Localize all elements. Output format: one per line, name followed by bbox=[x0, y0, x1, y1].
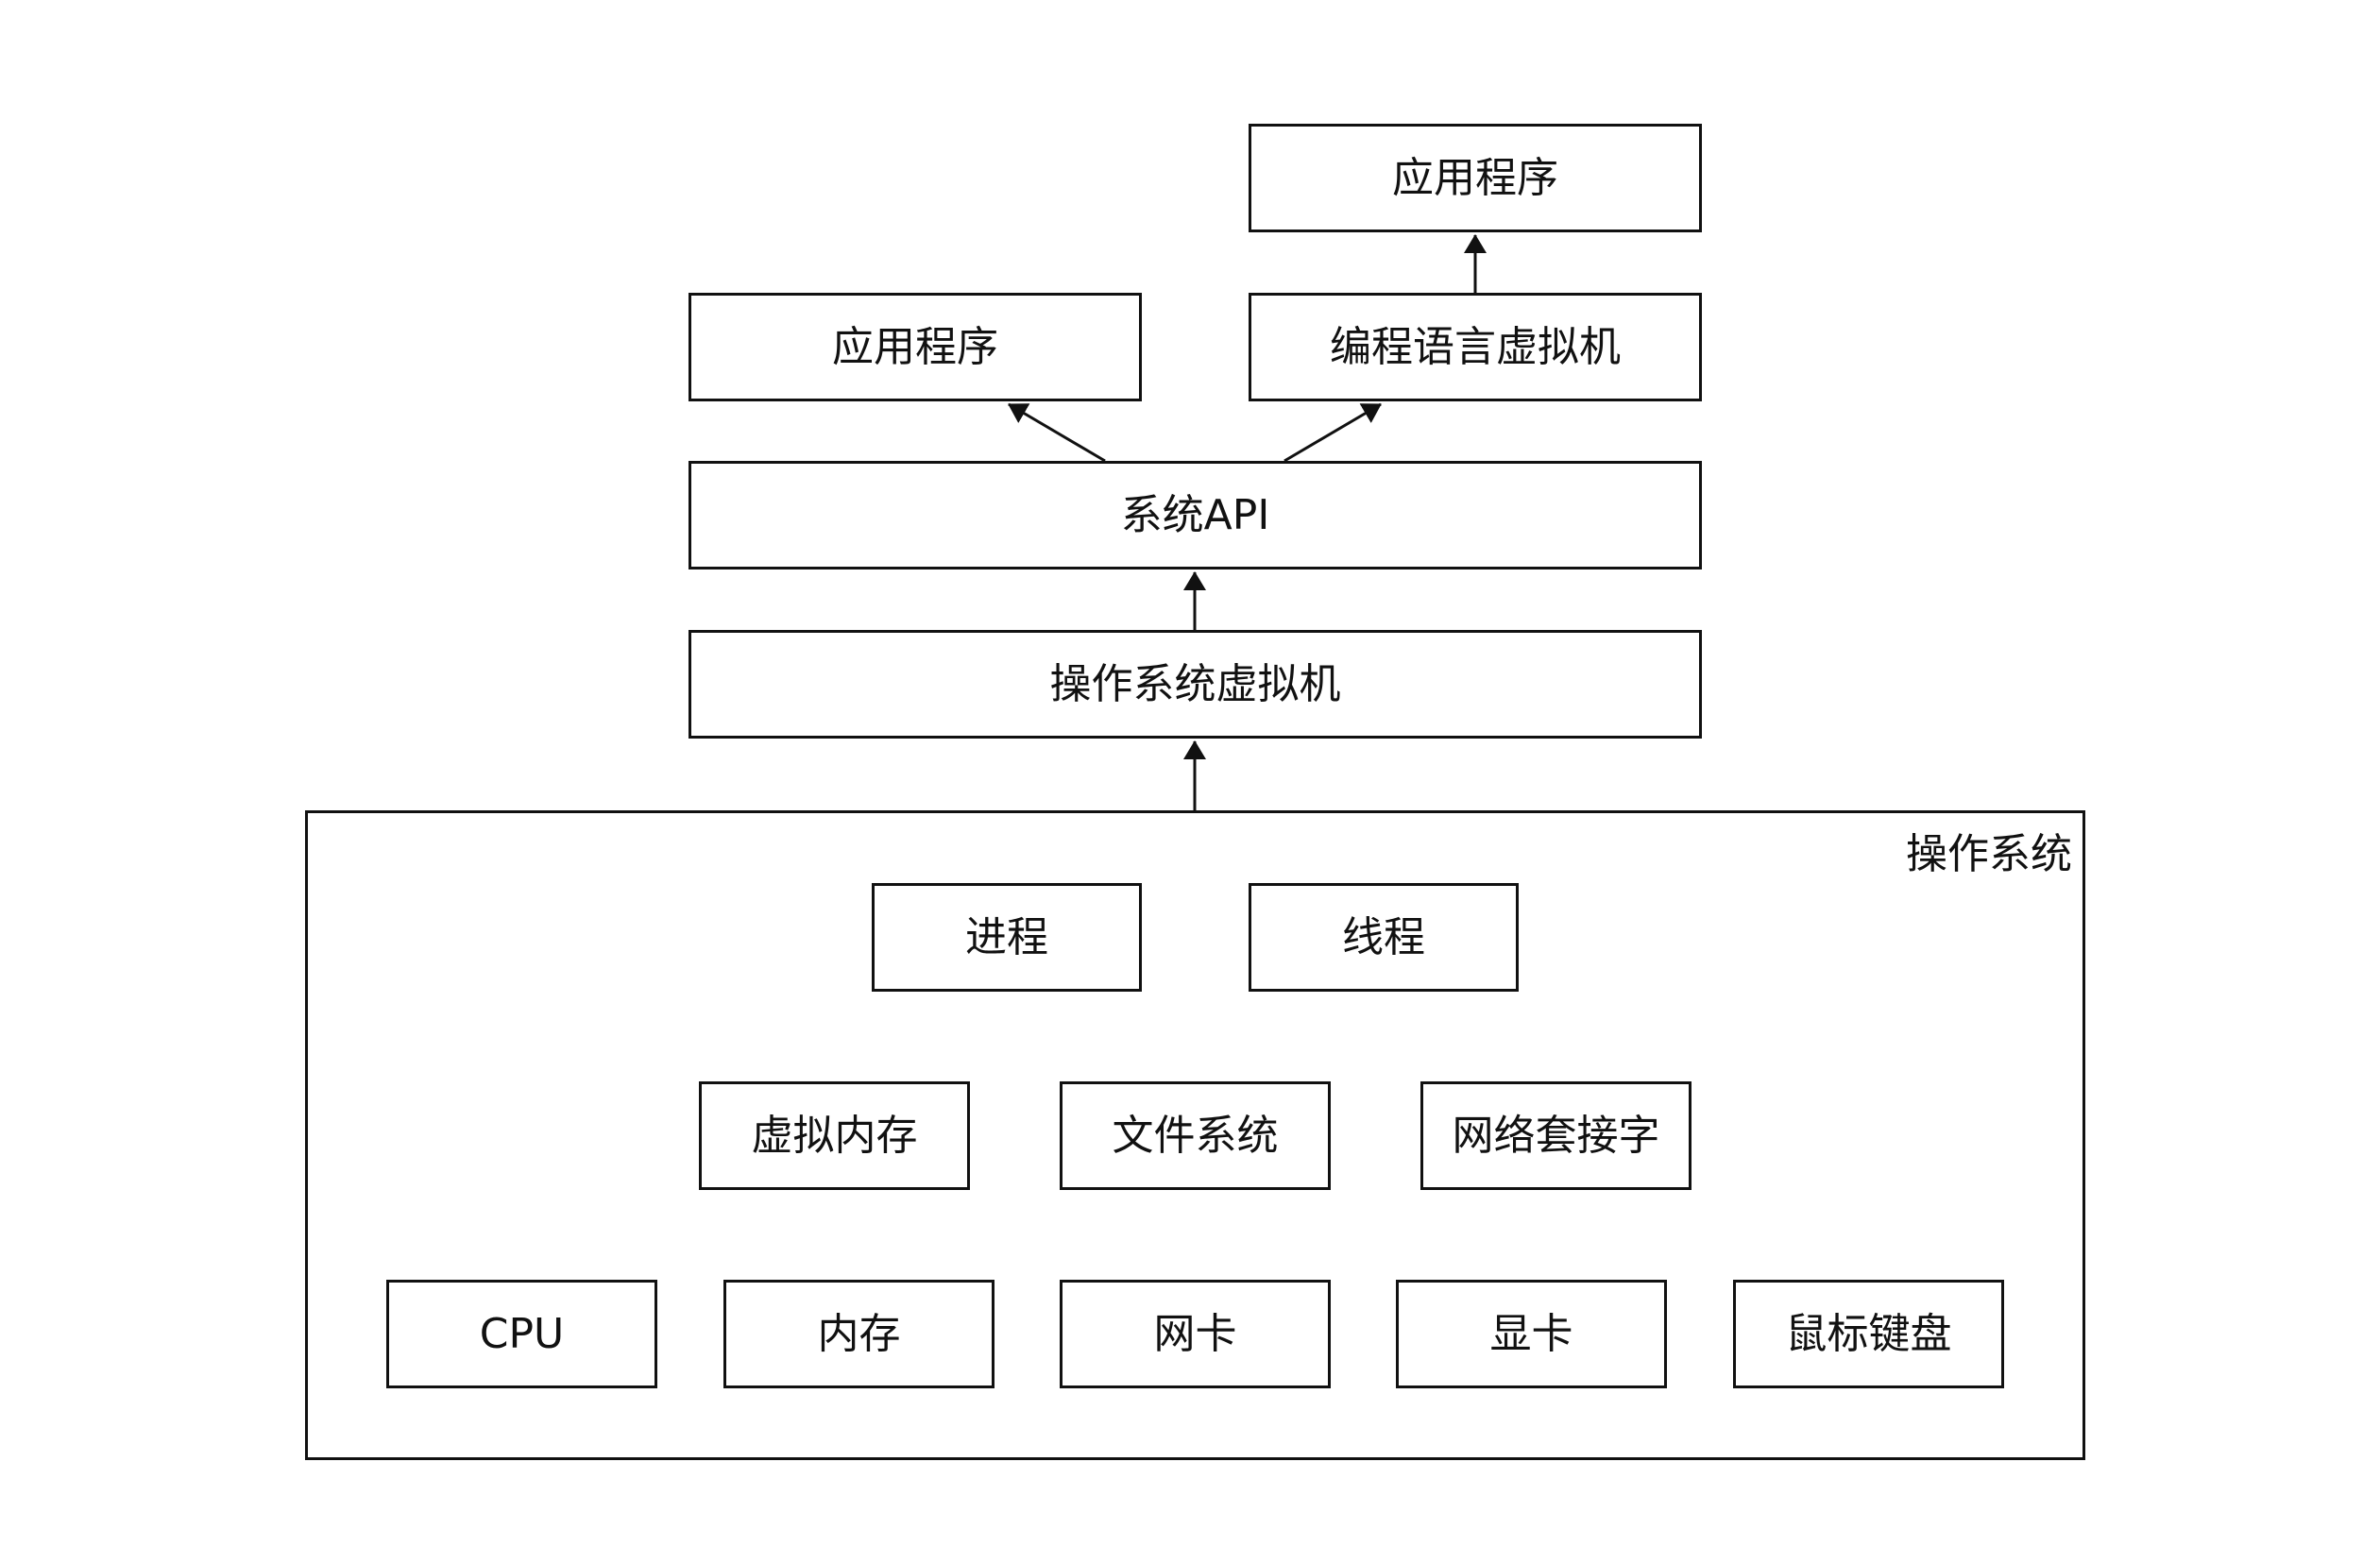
mouse-keyboard-box: 鼠标键盘 bbox=[1733, 1280, 2004, 1388]
os-container bbox=[305, 810, 2085, 1460]
thread-label: 线程 bbox=[1342, 912, 1425, 961]
network-socket-label: 网络套接字 bbox=[1452, 1111, 1660, 1160]
memory-label: 内存 bbox=[817, 1309, 901, 1358]
virtual-memory-box: 虚拟内存 bbox=[699, 1081, 970, 1190]
nic-label: 网卡 bbox=[1153, 1309, 1237, 1358]
os-vm-label: 操作系统虚拟机 bbox=[1049, 659, 1341, 708]
gpu-label: 显卡 bbox=[1489, 1309, 1573, 1358]
app-box-left: 应用程序 bbox=[688, 293, 1142, 401]
process-box: 进程 bbox=[872, 883, 1142, 992]
system-api-box: 系统API bbox=[688, 461, 1702, 570]
process-label: 进程 bbox=[965, 912, 1048, 961]
mouse-keyboard-label: 鼠标键盘 bbox=[1785, 1309, 1952, 1358]
cpu-label: CPU bbox=[479, 1309, 565, 1358]
memory-box: 内存 bbox=[723, 1280, 994, 1388]
cpu-box: CPU bbox=[386, 1280, 657, 1388]
gpu-box: 显卡 bbox=[1396, 1280, 1667, 1388]
thread-box: 线程 bbox=[1249, 883, 1519, 992]
lang-vm-box: 编程语言虚拟机 bbox=[1249, 293, 1702, 401]
system-api-label: 系统API bbox=[1120, 490, 1270, 539]
file-system-box: 文件系统 bbox=[1060, 1081, 1331, 1190]
lang-vm-label: 编程语言虚拟机 bbox=[1330, 322, 1621, 371]
file-system-label: 文件系统 bbox=[1112, 1111, 1279, 1160]
os-container-label: 操作系统 bbox=[1906, 830, 2072, 878]
virtual-memory-label: 虚拟内存 bbox=[751, 1111, 918, 1160]
nic-box: 网卡 bbox=[1060, 1280, 1331, 1388]
app-box-right: 应用程序 bbox=[1249, 124, 1702, 232]
arrow-api-to-app-left bbox=[1008, 402, 1106, 463]
app-box-left-label: 应用程序 bbox=[832, 322, 998, 371]
network-socket-box: 网络套接字 bbox=[1420, 1081, 1692, 1190]
os-vm-box: 操作系统虚拟机 bbox=[688, 630, 1702, 739]
app-box-right-label: 应用程序 bbox=[1392, 153, 1558, 202]
arrow-api-to-langvm bbox=[1284, 402, 1382, 463]
